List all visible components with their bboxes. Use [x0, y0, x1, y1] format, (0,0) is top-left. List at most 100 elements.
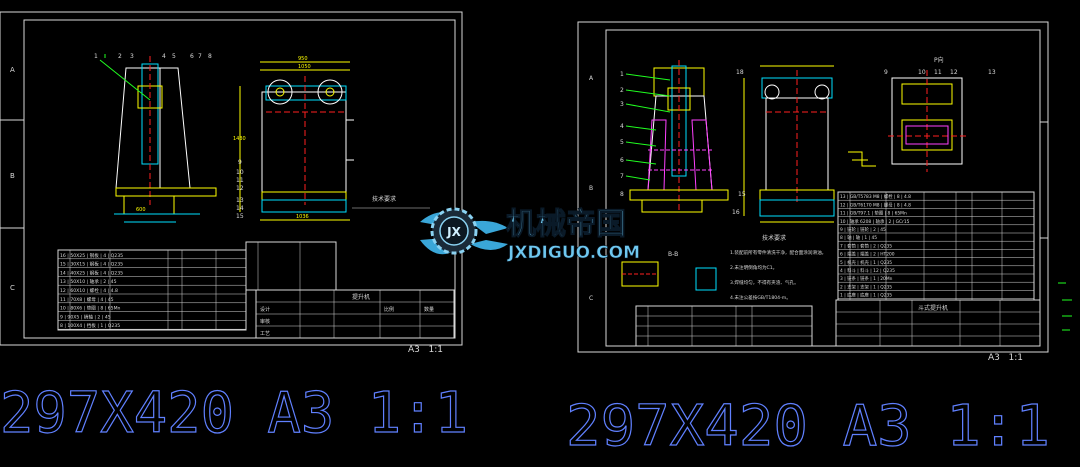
right-notes-list: 1.装配前所有零件清洗干净，配合面涂润滑油。 2.未注明倒角均为C1。 3.焊缝均匀…: [730, 249, 826, 301]
left-bom-row: 8 | 100X4 | 挡板 | 1 | Q235: [60, 322, 120, 329]
left-side-view: [239, 61, 354, 221]
right-bom-row: 5 | 机壳 | 机壳 | 1 | Q235: [840, 259, 892, 266]
right-sheet-scale-label: A3 1:1: [988, 353, 1023, 363]
right-bom-row: 4 | 料斗 | 料斗 | 12 | Q235: [840, 267, 895, 274]
left-title-label-scale: 比例: [384, 306, 394, 313]
right-bom-row: 11 | GB/T97.1 | 垫圈 | 8 | 65Mn: [840, 210, 907, 217]
left-title-label-design: 设计: [260, 306, 270, 313]
left-bom-row: 12 | 60X10 | 螺栓 | 4 | 4.8: [60, 287, 118, 294]
right-note-line: 4.未注公差按GB/T1804-m。: [730, 294, 791, 301]
left-dim-width: 600: [136, 207, 146, 213]
left-part-no-13: 13: [236, 197, 244, 204]
left-bom-row: 11 | 70X8 | 螺母 | 4 | 45: [60, 296, 114, 303]
watermark-brand-cn: 机械帝国: [506, 207, 626, 242]
left-title-label-qty: 数量: [424, 306, 434, 313]
left-bom-row: 10 | 80X6 | 垫圈 | 8 | 65Mn: [60, 305, 121, 312]
left-title-label-review: 审核: [260, 318, 270, 325]
right-part-no-18: 18: [736, 69, 744, 76]
right-zone-letter-b: B: [589, 185, 593, 192]
right-part-no-8: 8: [620, 191, 624, 198]
right-bom-row: 9 | 链轮 | 链轮 | 2 | 45: [840, 226, 886, 233]
right-title-block: [635, 299, 1041, 347]
right-part-no-2: 2: [620, 87, 624, 94]
left-sheet: A B C 1 2 3 4 5 6 7 8 600: [0, 11, 463, 355]
left-bom-row: 14 | 40X25 | 钢板 | 4 | Q235: [60, 269, 123, 276]
right-part-no-10: 10: [918, 69, 926, 76]
left-part-no-8: 8: [208, 53, 212, 60]
left-sheet-size-caption: 297X420 A3 1:1: [0, 381, 468, 446]
right-edge-marks: [1058, 282, 1072, 331]
right-detail-label: P向: [934, 56, 944, 64]
left-bom-row: 13 | 50X10 | 轴承 | 2 | 45: [60, 278, 117, 285]
left-bom-row: 15 | 30X15 | 钢板 | 4 | Q235: [60, 261, 123, 268]
right-side-view: [743, 65, 835, 223]
left-part-no-1: 1: [94, 53, 98, 60]
right-section-view: [621, 261, 717, 291]
gear-logo-icon: JX: [420, 207, 508, 255]
left-dim-bottom: 1036: [296, 214, 309, 220]
left-part-no-12: 12: [236, 185, 244, 192]
left-dim-top-1: 950: [298, 56, 308, 62]
right-part-no-15: 15: [738, 191, 746, 198]
left-zone-letter-a: A: [10, 66, 15, 74]
left-sheet-inner-frame: [23, 19, 456, 339]
left-zone-letter-b: B: [10, 172, 15, 180]
watermark: JX 机械帝国 JXDIGUO.COM: [420, 207, 640, 263]
left-part-no-14: 14: [236, 205, 244, 212]
left-part-no-7: 7: [198, 53, 202, 60]
left-dim-height: 1430: [233, 136, 246, 142]
right-bom-row: 12 | GB/T6170 M8 | 螺母 | 8 | 4.8: [840, 201, 911, 208]
left-dim-top-2: 1050: [298, 64, 311, 70]
left-notes-title: 技术要求: [372, 195, 396, 203]
left-title-label-process: 工艺: [260, 331, 270, 337]
right-bom-row: 6 | 端盖 | 端盖 | 2 | HT200: [840, 251, 895, 258]
right-note-line: 2.未注明倒角均为C1。: [730, 264, 777, 271]
right-zone-letter-c: C: [589, 295, 593, 302]
right-bom-row: 10 | 轴承 6208 | 轴承 | 2 | GCr15: [840, 218, 910, 225]
right-note-line: 1.装配前所有零件清洗干净，配合面涂润滑油。: [730, 249, 826, 256]
left-title-block: [255, 289, 455, 339]
left-part-no-3: 3: [130, 53, 134, 60]
right-sheet-border: [577, 21, 1049, 353]
right-part-no-4: 4: [620, 123, 624, 130]
left-front-view: [99, 54, 217, 223]
right-title-block-name: 斗式提升机: [918, 304, 948, 312]
right-notes-title: 技术要求: [762, 234, 786, 242]
right-part-no-1: 1: [620, 71, 624, 78]
left-bom-table: 16 | 50X25 | 钢板 | 4 | Q235 15 | 30X15 | 钢…: [57, 241, 337, 331]
right-part-no-7: 7: [620, 173, 624, 180]
right-part-no-6: 6: [620, 157, 624, 164]
right-front-view: [625, 60, 729, 213]
left-part-no-6: 6: [190, 53, 194, 60]
right-detail-view: [848, 70, 966, 172]
right-sheet-size-caption: 297X420 A3 1:1: [566, 394, 1050, 459]
right-part-no-16: 16: [732, 209, 740, 216]
left-sheet-border: [0, 11, 463, 346]
right-bom-row: 7 | 套筒 | 套筒 | 2 | Q235: [840, 242, 892, 249]
right-sheet-inner-frame: [605, 29, 1041, 347]
right-part-no-11: 11: [934, 69, 942, 76]
left-part-no-10: 10: [236, 169, 244, 176]
right-bom-row: 3 | 链条 | 链条 | 1 | 20Mn: [840, 275, 893, 282]
left-part-no-9: 9: [238, 159, 242, 166]
right-bom-row: 1 | 底座 | 底座 | 1 | Q235: [840, 292, 892, 299]
right-bom-row: 13 | GB/T5783 M8 | 螺栓 | 8 | 4.8: [840, 193, 911, 200]
left-part-no-2: 2: [118, 53, 122, 60]
right-sheet: A B C 1 2 3 4 5 6 7: [577, 21, 1049, 363]
right-zone-letter-a: A: [589, 75, 594, 82]
right-bom-table: 13 | GB/T5783 M8 | 螺栓 | 8 | 4.812 | GB/T…: [837, 191, 1035, 301]
right-bom-row: 2 | 支架 | 支架 | 1 | Q235: [840, 283, 892, 290]
logo-letters: JX: [446, 225, 461, 239]
left-part-no-5: 5: [172, 53, 176, 60]
right-bom-row: 8 | 轴 | 轴 | 1 | 45: [840, 234, 877, 241]
right-note-line: 3.焊缝均匀，不得有夹渣、气孔。: [730, 279, 799, 286]
right-part-no-13: 13: [988, 69, 996, 76]
left-sheet-scale-label: A3 1:1: [408, 345, 443, 355]
left-part-no-11: 11: [236, 177, 244, 184]
left-zone-letter-c: C: [10, 284, 15, 292]
left-part-no-15: 15: [236, 213, 244, 220]
left-bom-row: 16 | 50X25 | 钢板 | 4 | Q235: [60, 252, 123, 259]
right-section-label: B-B: [668, 251, 678, 258]
